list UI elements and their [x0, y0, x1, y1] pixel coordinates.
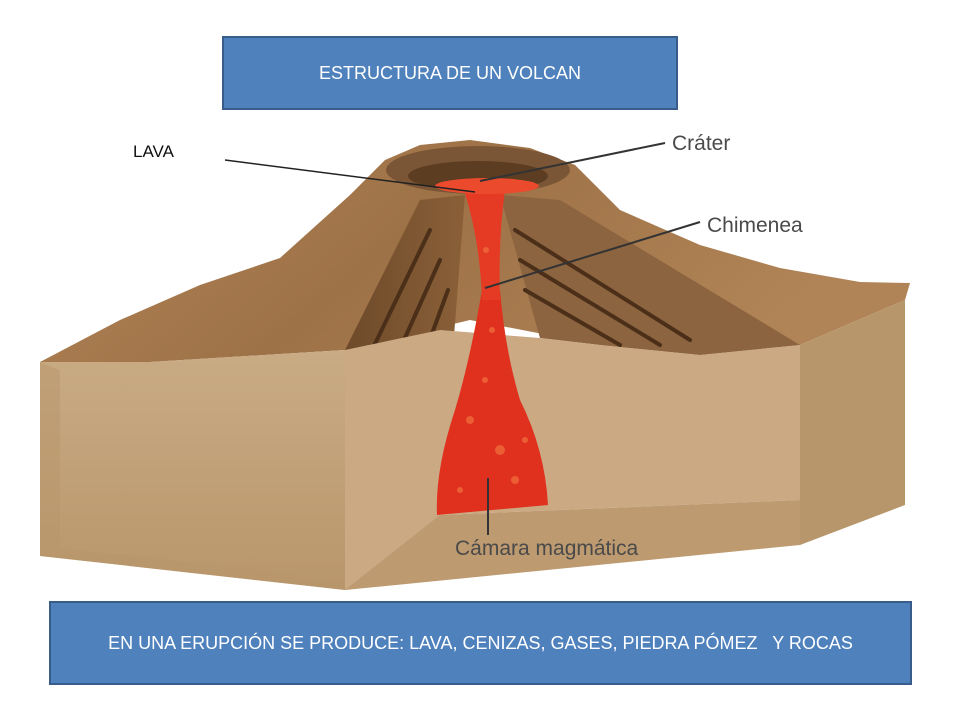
footer-box: EN UNA ERUPCIÓN SE PRODUCE: LAVA, CENIZA… [49, 601, 912, 685]
lava-leader-line [224, 159, 476, 193]
ground-cut-floor [345, 330, 800, 590]
chimenea-label: Chimenea [707, 214, 803, 237]
chimenea-leader-line [484, 221, 701, 289]
lava-label: LAVA [133, 142, 174, 161]
footer-text: EN UNA ERUPCIÓN SE PRODUCE: LAVA, CENIZA… [108, 632, 853, 653]
ground-left-face [40, 350, 345, 590]
magma-chimney [464, 190, 505, 300]
title-text: ESTRUCTURA DE UN VOLCAN [318, 62, 582, 83]
crater-label: Cráter [672, 132, 730, 155]
camara-label: Cámara magmática [455, 537, 639, 560]
ground-front-right [345, 500, 800, 590]
ground-right-face [800, 300, 905, 545]
crater-leader-line [479, 142, 666, 182]
cutaway-right-wall [500, 195, 800, 355]
magma-texture [457, 247, 528, 493]
title-box: ESTRUCTURA DE UN VOLCAN [222, 36, 678, 110]
magma-chamber [436, 290, 548, 515]
